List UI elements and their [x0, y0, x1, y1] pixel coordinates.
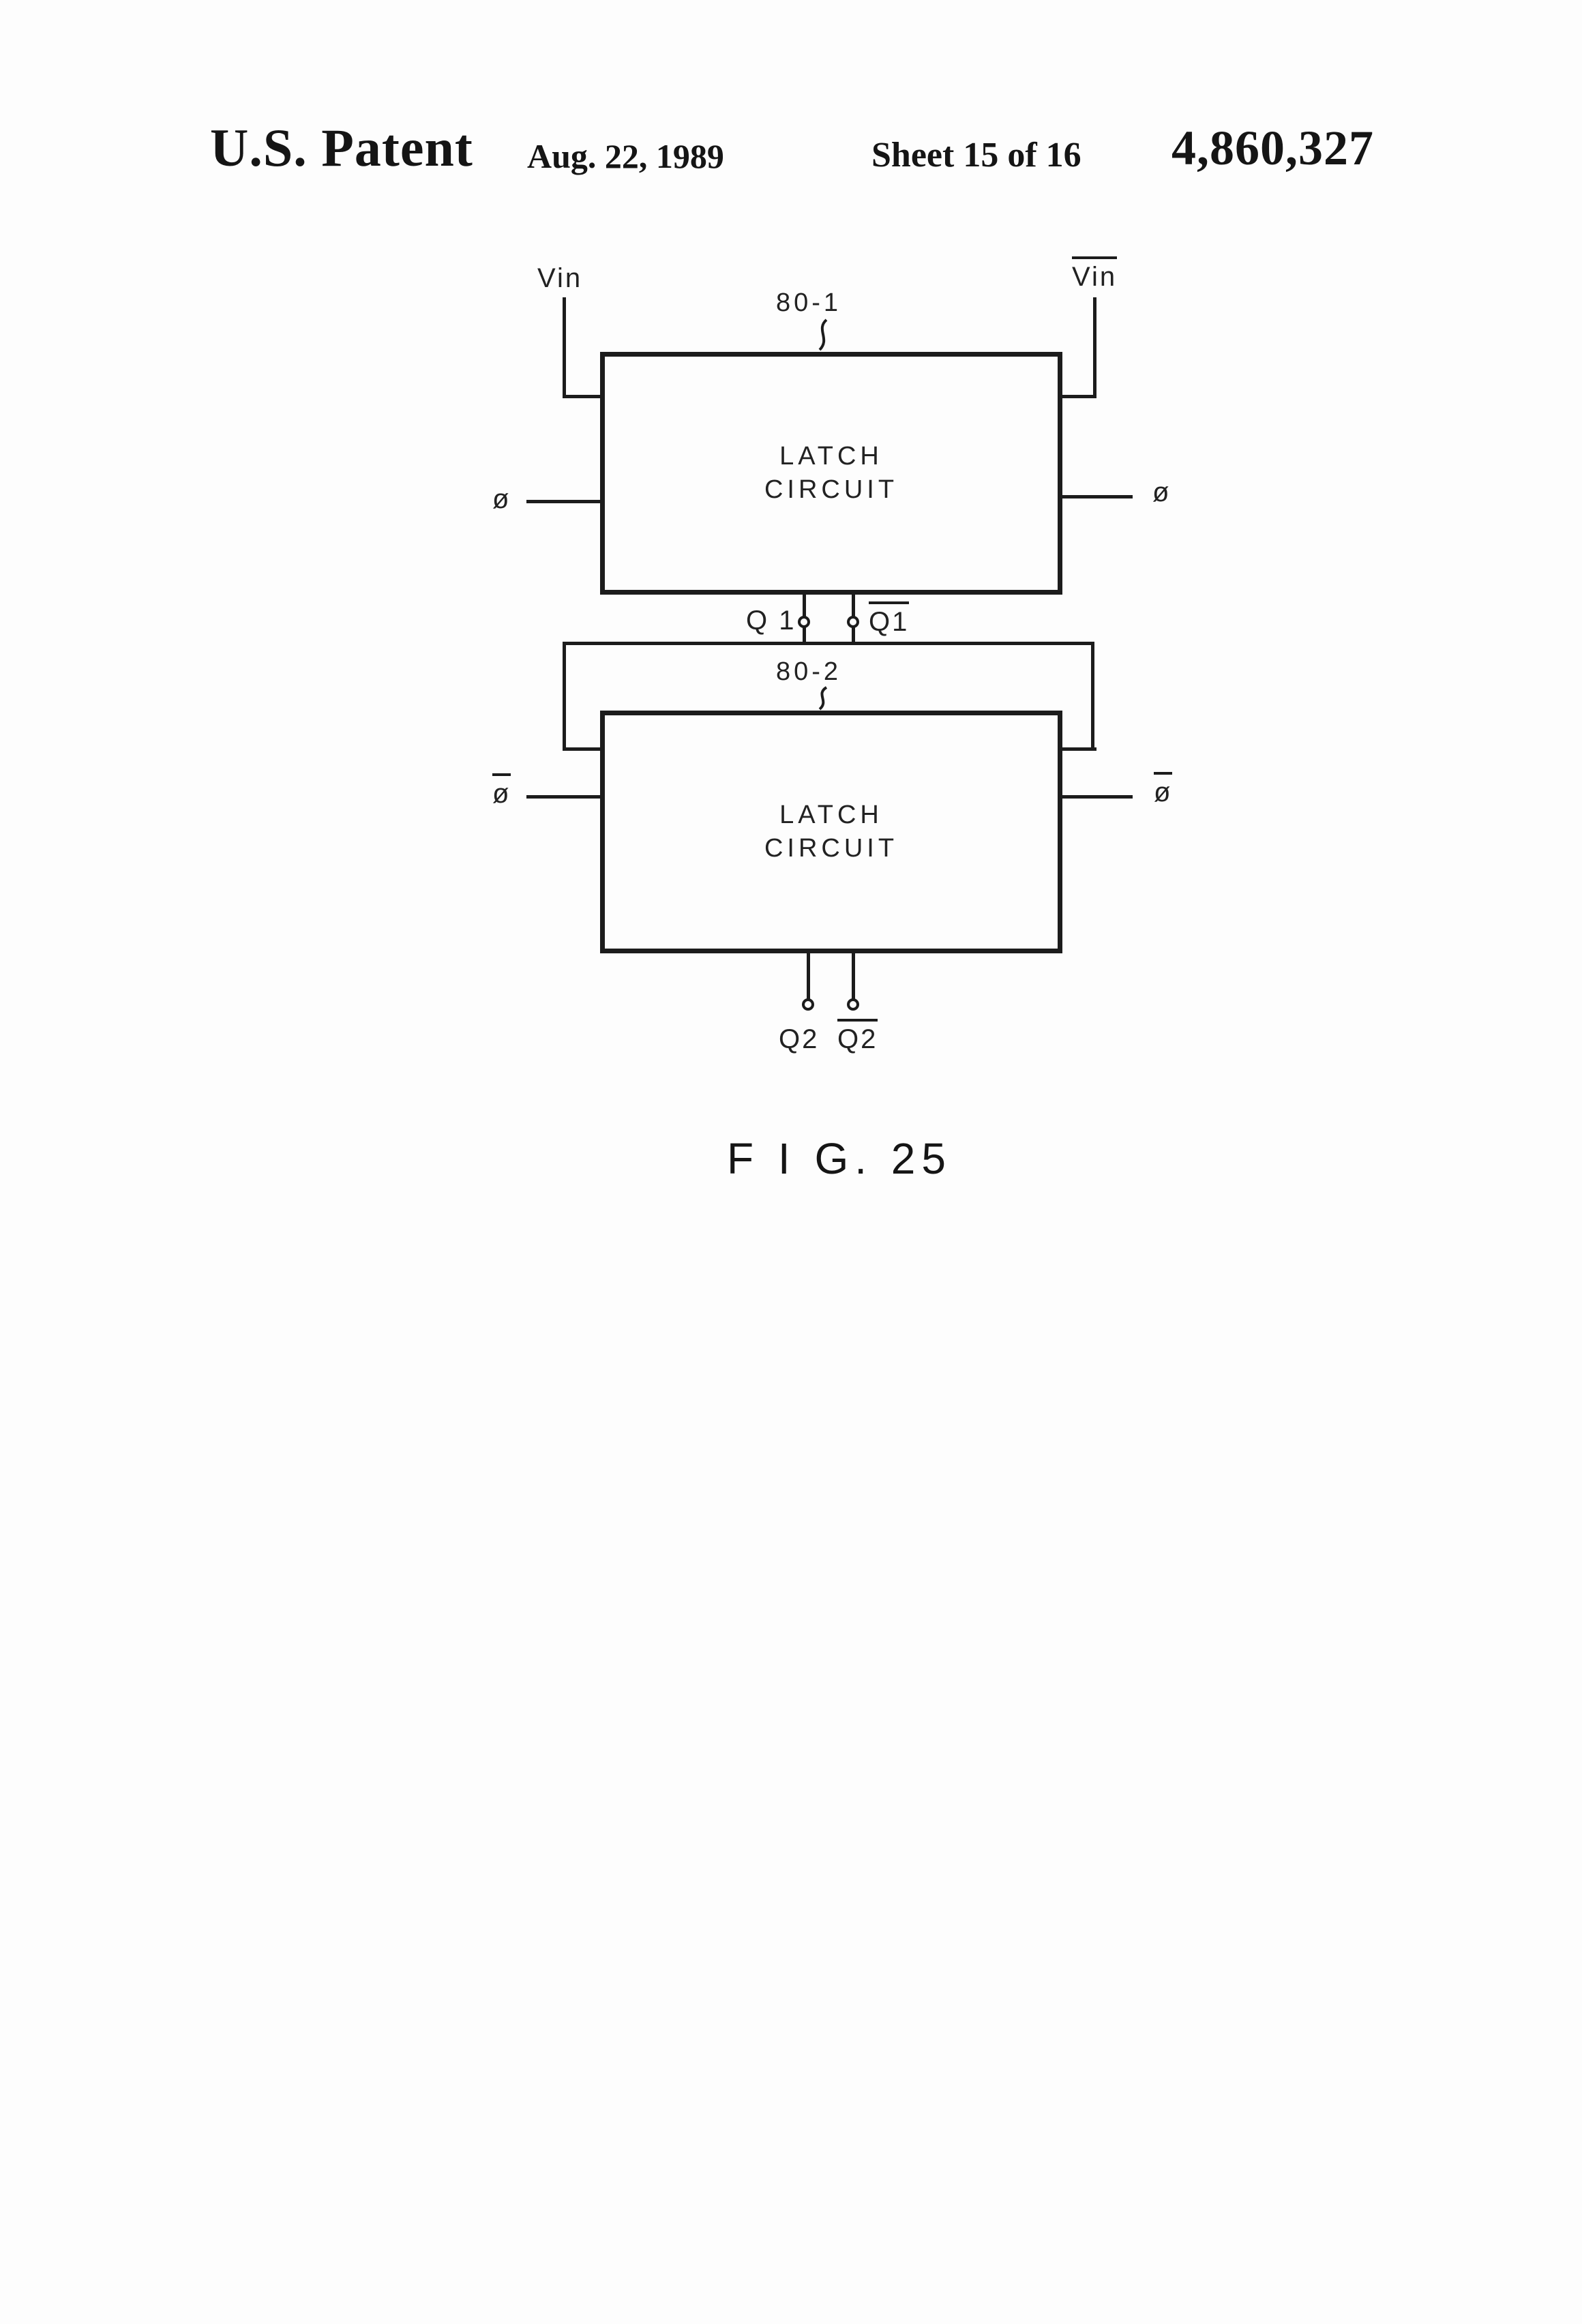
wire-vinbar-drop	[1093, 297, 1096, 398]
label-phi-bar-right-text: ø	[1154, 772, 1173, 808]
latch1-label-line1: LATCH	[779, 441, 883, 471]
wire-phibar-right	[1058, 795, 1133, 799]
wire-q1-lower	[803, 627, 806, 644]
latch2-label-line2: CIRCUIT	[764, 834, 899, 863]
wire-q1-upper	[803, 593, 806, 616]
wire-vin-stub	[563, 395, 602, 398]
label-q2: Q2	[779, 1024, 820, 1054]
label-q1-bar: Q1	[869, 601, 910, 638]
label-vin-bar-text: Vin	[1072, 256, 1118, 293]
latch-circuit-1-label: LATCH CIRCUIT	[764, 440, 898, 507]
sheet-info: Sheet 15 of 16	[871, 136, 1081, 175]
label-q2-bar-text: Q2	[837, 1019, 878, 1055]
wire-bus-right-stub	[1057, 747, 1096, 751]
wire-phi-left	[526, 500, 601, 503]
wire-bus-right-drop	[1091, 642, 1094, 751]
latch1-label-line2: CIRCUIT	[764, 475, 899, 504]
latch2-label-line1: LATCH	[779, 800, 883, 829]
latch-circuit-1-box: LATCH CIRCUIT	[600, 352, 1062, 595]
figure-caption: F I G. 25	[727, 1134, 952, 1183]
ref-leader-80-1	[818, 318, 828, 351]
terminal-q2	[802, 998, 814, 1011]
label-ref-80-1: 80-1	[776, 288, 842, 317]
wire-q1bar-upper	[852, 593, 855, 616]
label-q2-bar: Q2	[837, 1019, 878, 1055]
label-vin: Vin	[537, 263, 583, 293]
ref-leader-80-2	[818, 686, 828, 711]
label-phi-left: ø	[492, 484, 511, 514]
wire-phi-right	[1058, 495, 1133, 498]
label-q1-bar-text: Q1	[869, 601, 910, 638]
latch-circuit-2-box: LATCH CIRCUIT	[600, 711, 1062, 953]
wire-q2-drop	[807, 951, 810, 1000]
label-phi-bar-left-text: ø	[492, 773, 511, 809]
wire-q1bar-lower	[852, 627, 855, 644]
wire-q2bar-drop	[852, 951, 855, 1000]
label-phi-right: ø	[1152, 477, 1171, 507]
wire-vinbar-stub	[1057, 395, 1096, 398]
wire-bus-left-stub	[563, 747, 602, 751]
wire-vin-drop	[563, 297, 566, 398]
label-ref-80-2: 80-2	[776, 657, 842, 686]
wire-phibar-left	[526, 795, 601, 799]
label-phi-bar-left: ø	[492, 773, 511, 809]
label-vin-bar: Vin	[1072, 256, 1118, 293]
patent-number: 4,860,327	[1171, 121, 1374, 175]
patent-title: U.S. Patent	[210, 118, 473, 177]
terminal-q1	[798, 616, 810, 628]
latch-circuit-2-label: LATCH CIRCUIT	[764, 799, 898, 866]
patent-date: Aug. 22, 1989	[527, 137, 724, 175]
terminal-q1-bar	[847, 616, 859, 628]
wire-bus	[563, 642, 1094, 645]
terminal-q2-bar	[847, 998, 859, 1011]
label-q1: Q 1	[746, 606, 796, 636]
wire-bus-left-drop	[563, 642, 566, 751]
label-phi-bar-right: ø	[1154, 772, 1173, 808]
